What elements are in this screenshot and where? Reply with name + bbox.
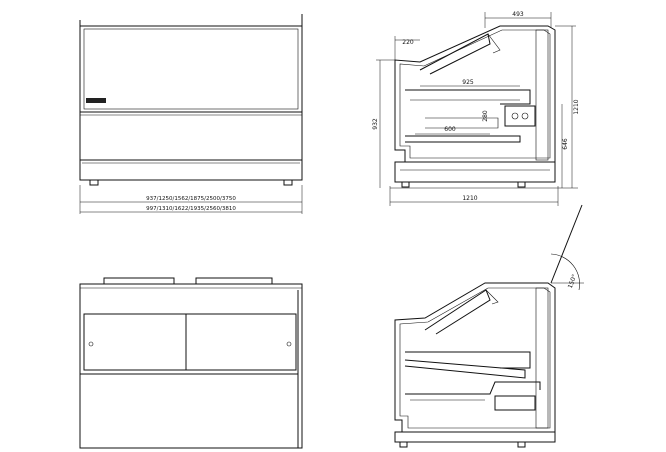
front-width-label-2: 997/1310/1622/1935/2560/3810 [146,206,236,212]
dim-600: 600 [444,126,456,133]
front-width-label-1: 937/1250/1562/1875/2500/3750 [146,196,236,202]
brand-plate [86,98,106,103]
dim-493: 493 [512,11,524,18]
side-view-bottom: 150° [394,204,584,448]
dim-646: 646 [562,138,569,150]
dim-1210-width: 1210 [462,195,477,202]
angle-label: 150° [567,273,579,289]
side-view-top: 493 220 925 600 280 932 1210 646 1210 [372,11,580,206]
dim-1270: 1210 [573,99,580,114]
front-view-top: 937/1250/1562/1875/2500/3750 997/1310/16… [79,14,303,214]
dim-932: 932 [372,118,379,130]
dim-925: 925 [462,79,474,86]
front-view-bottom [79,277,303,449]
dim-220: 220 [402,39,414,46]
dim-280: 280 [482,110,489,122]
